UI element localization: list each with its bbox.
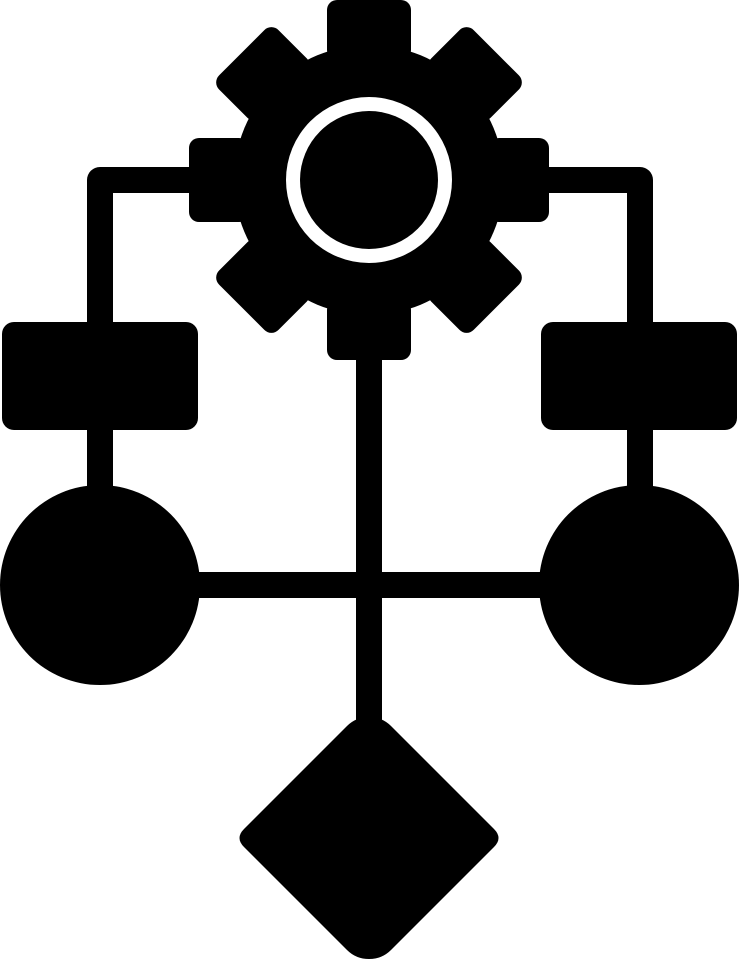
gear-icon xyxy=(189,0,549,360)
process-box-left xyxy=(2,322,198,430)
gear-hub xyxy=(300,111,438,249)
node-circle-left xyxy=(0,485,200,685)
node-circle-right xyxy=(539,485,739,685)
gear-tooth xyxy=(327,300,411,360)
gear-tooth xyxy=(216,239,310,333)
gear-tooth xyxy=(189,138,249,222)
gear-tooth xyxy=(428,27,522,121)
gear-tooth xyxy=(216,27,310,121)
connector-right-branch xyxy=(540,167,653,330)
connector-lines xyxy=(87,167,653,740)
gear-tooth xyxy=(489,138,549,222)
gear-tooth xyxy=(327,0,411,60)
connector-left-branch xyxy=(87,167,200,330)
decision-diamond xyxy=(239,717,499,959)
gear-tooth xyxy=(428,239,522,333)
process-box-right xyxy=(541,322,737,430)
